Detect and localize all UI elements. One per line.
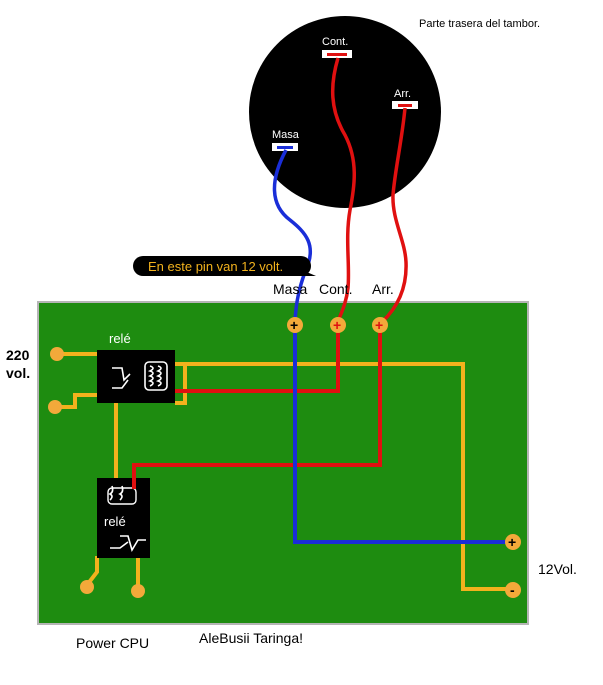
board-label-cont: Cont. [319,281,352,297]
drum-pin-arr-mark [398,104,412,107]
red-board-wires [132,326,382,489]
drum-pin-masa-label: Masa [272,129,300,141]
label-220-vol: vol. [6,365,30,381]
red-wire-arr [380,107,408,324]
callout-bubble [133,256,311,276]
relay-top [97,350,175,403]
yellow-pads [48,347,145,598]
drum-back [249,16,441,208]
label-220: 220 [6,347,30,363]
callout-text: En este pin van 12 volt. [148,259,283,274]
terminal-12v-plus-sign: + [508,534,516,550]
callout-pointer [300,270,316,276]
terminal-masa [287,317,303,333]
label-power-cpu: Power CPU [76,635,149,651]
board-label-masa: Masa [273,281,307,297]
terminal-12v-minus [505,582,521,598]
terminal-arr [372,317,388,333]
relay-top-label: relé [109,331,131,346]
terminal-arr-sign: + [375,317,383,333]
relay-bottom-label: relé [104,514,126,529]
terminal-cont [330,317,346,333]
terminal-cont-sign: + [333,317,341,333]
label-12v: 12Vol. [538,561,577,577]
drum-caption: Parte trasera del tambor. [419,18,540,30]
board-label-arr: Arr. [372,281,394,297]
drum-pin-arr-label: Arr. [394,88,411,100]
label-author: AleBusii Taringa! [199,630,303,646]
red-wire-cont [330,57,357,323]
terminal-12v-plus [505,534,521,550]
relay-bottom [97,478,150,558]
drum-pin-cont-mark [327,53,347,56]
drum-pin-masa-mark [277,146,293,149]
blue-wire-masa [272,149,312,323]
drum-pin-cont-label: Cont. [322,36,348,48]
blue-ground-wire [293,326,512,544]
terminal-masa-sign: + [290,317,298,333]
terminal-12v-minus-sign: - [510,582,515,598]
